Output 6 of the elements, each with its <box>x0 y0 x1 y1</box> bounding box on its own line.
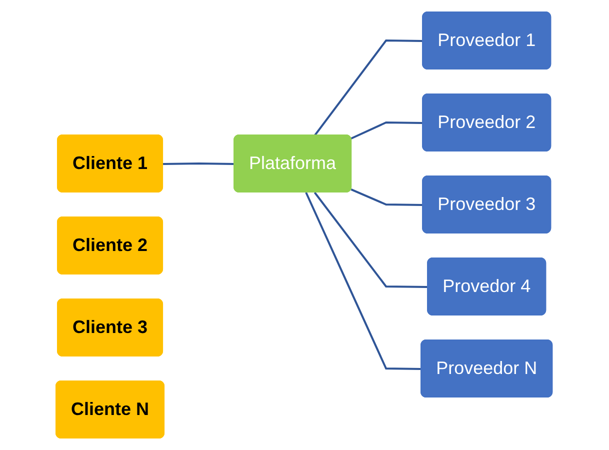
connector <box>306 192 422 370</box>
connector <box>314 192 429 288</box>
connector <box>163 162 235 165</box>
connector <box>351 122 424 140</box>
connector <box>351 188 424 206</box>
connector <box>314 40 424 136</box>
